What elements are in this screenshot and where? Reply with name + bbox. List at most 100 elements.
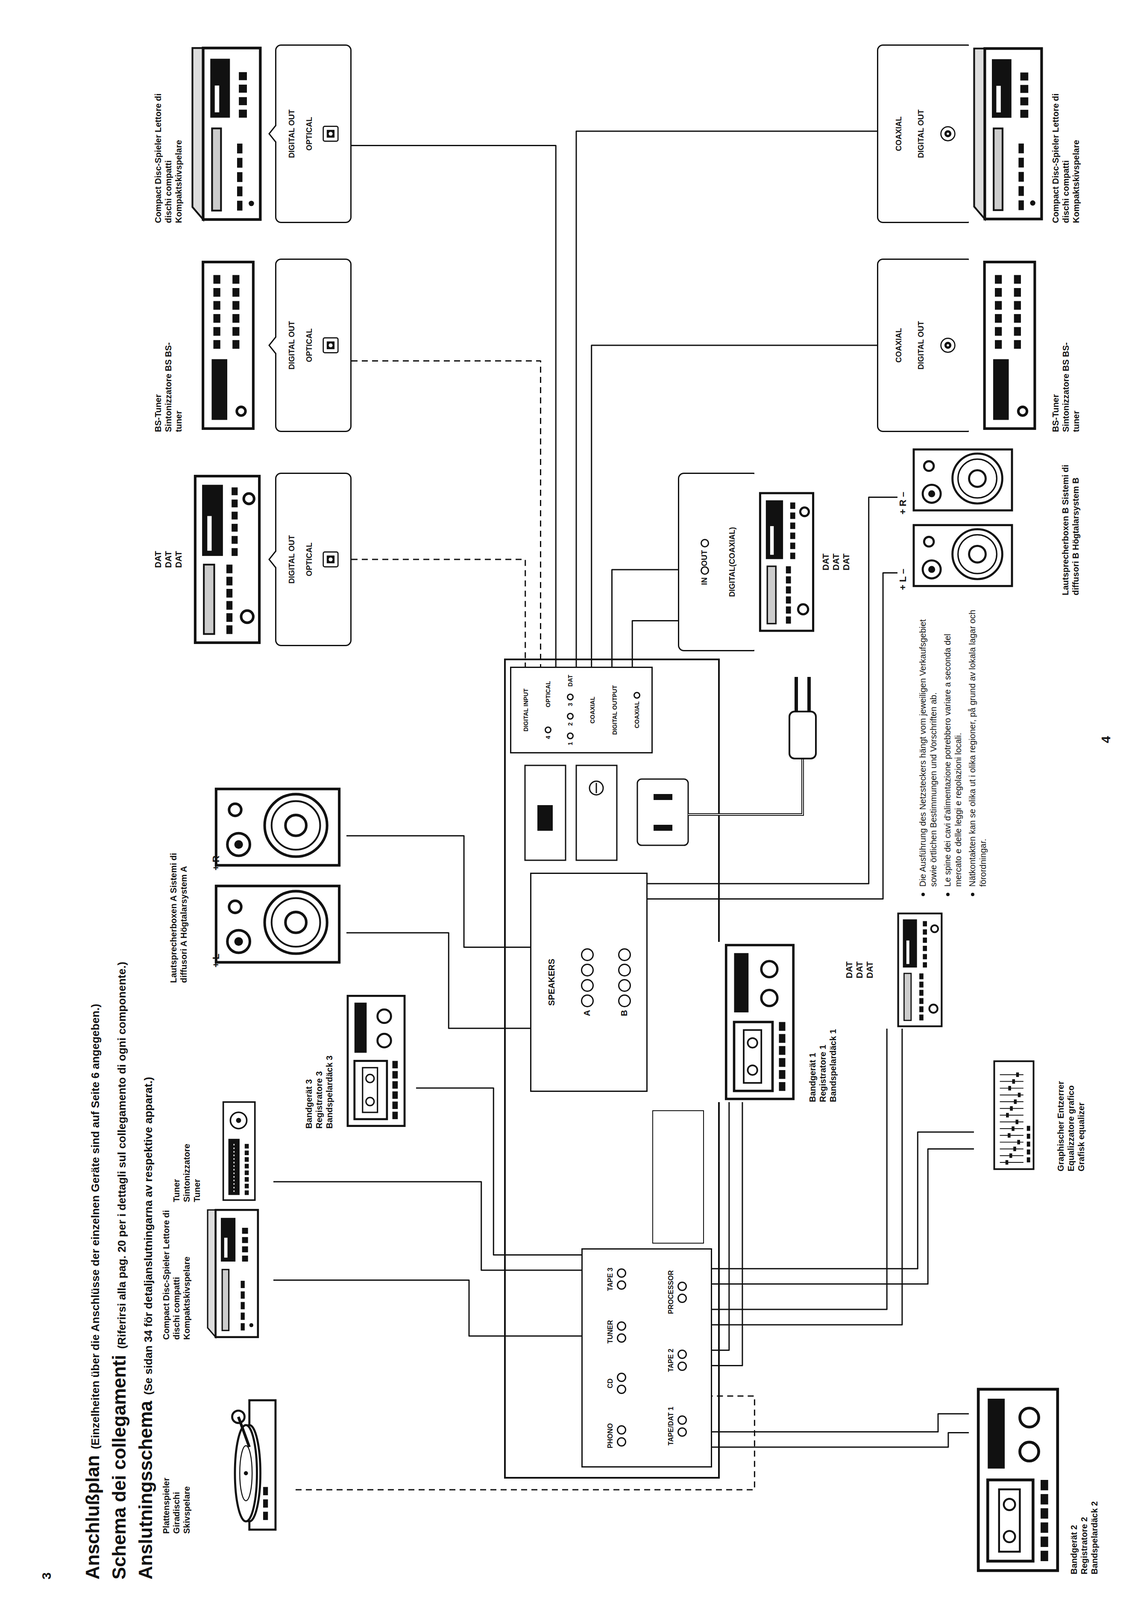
title-line: Anschlußplan(Einzelheiten über die Ansch… <box>81 961 109 1579</box>
text-cell: OPTICAL <box>304 542 314 577</box>
text-cell: DIGITAL OUT <box>916 320 926 370</box>
drawing-detail <box>919 997 924 1004</box>
jack-label: 4 <box>544 735 552 740</box>
drawing-detail <box>1019 1441 1039 1461</box>
jack-label: PHONO <box>606 1422 615 1448</box>
callout-text: DIGITAL OUT <box>287 109 297 158</box>
jack <box>616 1384 627 1394</box>
drawing-detail <box>922 953 927 959</box>
cable <box>712 1148 974 1284</box>
jack <box>618 978 631 992</box>
jack-label: DAT <box>566 674 574 687</box>
drawing-detail <box>790 542 796 549</box>
device-box: Compact Disc-Spieler Lettore di dischi c… <box>161 1206 274 1340</box>
cable <box>632 620 678 667</box>
text-cell: DIGITAL(COAXIAL) <box>727 526 737 597</box>
jack <box>700 538 710 548</box>
selector-screw <box>589 780 604 795</box>
drawing-detail <box>264 890 328 954</box>
callout-tail <box>269 550 276 568</box>
cd-drawing <box>968 44 1049 223</box>
drawing-detail <box>202 261 254 429</box>
text-cell: OPTICAL <box>544 680 552 707</box>
drawing-detail <box>366 1073 375 1083</box>
jack-label: TAPE 3 <box>606 1266 615 1291</box>
phono-bridge-switch <box>524 765 566 860</box>
drawing-detail <box>285 814 307 836</box>
drawing-detail <box>1040 1507 1049 1518</box>
jack-label: 1 <box>566 741 574 745</box>
device-box: Bandgerät 3 Registratore 3 Bandspelardäc… <box>303 992 417 1129</box>
drawing-detail <box>240 1280 245 1288</box>
note-text: Le spine dei cavi d'alimentazione potreb… <box>942 605 964 887</box>
jack <box>544 726 552 734</box>
device-label: + R – <box>897 491 909 515</box>
text-cell: COAXIAL <box>633 691 641 728</box>
speaker-drawing <box>897 520 1029 590</box>
callout-tail <box>269 125 276 143</box>
device-label: DAT DAT DAT <box>844 956 875 983</box>
drawing-detail <box>994 340 1002 349</box>
callout-text: IN <box>700 577 710 585</box>
drawing-detail <box>232 313 240 323</box>
drawing-detail <box>1003 1498 1016 1510</box>
drawing-detail <box>1015 1119 1019 1124</box>
drawing-detail <box>922 961 927 968</box>
panel-section: PHONOCDTUNERTAPE 3TAPE/DAT 1TAPE 2PROCES… <box>581 1247 713 1467</box>
drawing-detail <box>790 532 796 539</box>
drawing-detail <box>240 1311 245 1320</box>
cable <box>591 345 877 667</box>
text-cell: B <box>618 947 631 1016</box>
title-line: Anslutningsschema(Se sidan 34 för detalj… <box>134 961 162 1579</box>
cable <box>712 1101 730 1350</box>
drawing-detail <box>377 1033 392 1047</box>
device-box: Compact Disc-Spieler Lettore di dischi c… <box>152 44 270 223</box>
jack <box>616 1279 627 1290</box>
cable <box>712 1413 969 1432</box>
drawing-detail <box>1009 1105 1013 1111</box>
drawing-detail <box>263 1498 268 1508</box>
device-label: DAT DAT DAT <box>820 548 852 575</box>
drawing-detail <box>913 524 1012 587</box>
cable <box>576 131 877 667</box>
text-cell: 4 <box>544 726 552 740</box>
text-cell: IN <box>700 566 710 585</box>
device-label: Compact Disc-Spieler Lettore di dischi c… <box>152 82 184 223</box>
jack-icon <box>322 336 340 354</box>
jack-row <box>616 1424 627 1446</box>
drawing-detail <box>898 913 942 1027</box>
drawing-detail <box>228 803 241 816</box>
title-heading: Anslutningsschema <box>134 1400 156 1579</box>
device-box: + L – <box>897 520 1029 590</box>
jack-row <box>566 712 574 720</box>
drawing-detail <box>238 84 247 93</box>
drawing-detail <box>994 313 1002 323</box>
drawing-detail <box>269 550 276 568</box>
device-label: + R – <box>210 847 222 871</box>
drawing-detail <box>216 788 340 866</box>
drawing-detail <box>952 528 1003 579</box>
drawing-detail <box>1000 1087 1024 1089</box>
jack <box>616 1436 627 1446</box>
drawing-detail <box>999 1488 1021 1552</box>
drawing-detail <box>919 981 924 988</box>
jack <box>566 712 574 720</box>
device-box: Tuner Sintonizzatore Tuner <box>171 1099 274 1202</box>
page-number: 3 <box>39 1571 54 1579</box>
drawing-detail <box>244 1183 250 1188</box>
drawing-detail <box>215 1209 259 1337</box>
drawing-detail <box>1040 1479 1049 1490</box>
drawing-detail <box>226 600 233 610</box>
jack-label: TAPE/DAT 1 <box>667 1406 675 1446</box>
drawing-detail <box>1040 1521 1049 1532</box>
drawing-detail <box>1040 1550 1049 1561</box>
jack <box>580 978 594 992</box>
plug-pin <box>807 676 811 712</box>
dat-drawing <box>185 472 270 646</box>
drawing-detail <box>994 287 1002 297</box>
drawing-detail <box>236 1117 242 1123</box>
text-cell: OUT <box>700 538 710 566</box>
drawing-detail <box>922 929 927 935</box>
drawing-detail <box>996 85 1001 113</box>
